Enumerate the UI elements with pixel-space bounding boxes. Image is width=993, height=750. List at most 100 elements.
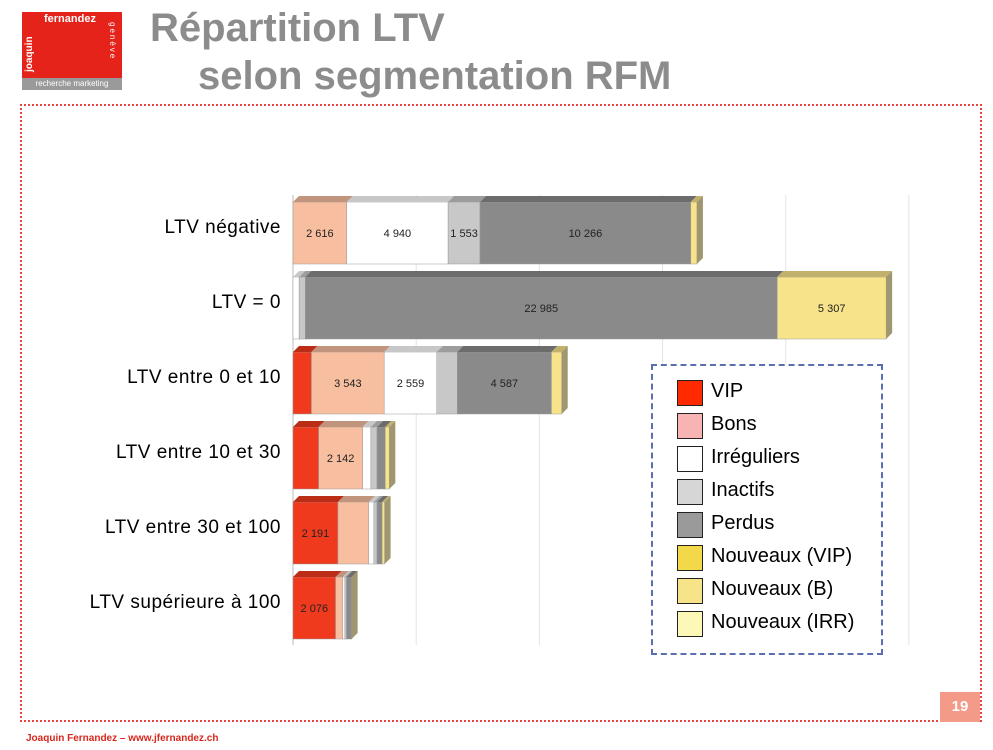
bar-label-0-1: 2 616 — [306, 228, 334, 240]
bar-0-3 — [447, 201, 481, 265]
bar-top-2-3 — [436, 346, 464, 352]
bar-5-1 — [335, 576, 344, 640]
content-frame — [20, 104, 982, 722]
legend-swatch — [677, 413, 703, 439]
bar-label-0-4: 10 266 — [569, 228, 603, 240]
category-label-3: LTV entre 10 et 30 — [116, 442, 281, 463]
bar-3-3 — [370, 426, 378, 490]
legend-label: Bons — [711, 413, 757, 435]
bar-label-5-0: 2 076 — [301, 603, 329, 615]
bar-1-2 — [292, 276, 300, 340]
bar-top-3-3 — [370, 421, 384, 427]
bar-2-3 — [436, 351, 458, 415]
bar-top-5-3 — [344, 571, 353, 577]
logo: fernandez joaquin genève recherche marke… — [22, 12, 124, 90]
bar-0-1 — [292, 201, 347, 265]
logo-bottom-text: recherche marketing — [22, 78, 122, 90]
bar-label-2-2: 2 559 — [397, 378, 425, 390]
bar-top-2-1 — [311, 346, 391, 352]
logo-red-block — [22, 12, 122, 78]
legend-label: VIP — [711, 380, 744, 402]
category-label-2: LTV entre 0 et 10 — [127, 367, 281, 388]
bar-top-3-0 — [293, 421, 325, 427]
bar-5-0 — [292, 576, 336, 640]
bar-side-1 — [886, 271, 893, 339]
bar-top-3-2 — [362, 421, 377, 427]
bar-top-3-6 — [385, 421, 396, 427]
bar-top-4-1 — [337, 496, 375, 502]
category-label-0: LTV négative — [164, 217, 281, 238]
bar-2-0 — [292, 351, 312, 415]
bar-top-1-4 — [305, 271, 784, 277]
bar-4-4 — [376, 501, 383, 565]
bar-top-1-6 — [777, 271, 893, 277]
bar-top-0-3 — [448, 196, 487, 202]
bar-5-4 — [346, 576, 352, 640]
legend-label: Nouveaux (VIP) — [711, 545, 853, 567]
bar-top-2-4 — [457, 346, 558, 352]
bar-top-0-4 — [480, 196, 697, 202]
bar-4-2 — [368, 501, 375, 565]
bar-1-4 — [305, 276, 778, 340]
bar-label-1-4: 22 985 — [524, 303, 558, 315]
category-label-1: LTV = 0 — [211, 292, 281, 313]
bar-top-2-2 — [384, 346, 443, 352]
bar-top-5-0 — [293, 571, 342, 577]
bar-top-2-0 — [293, 346, 318, 352]
legend-swatch — [677, 446, 703, 472]
legend-label: Perdus — [711, 512, 775, 534]
bar-top-5-1 — [335, 571, 349, 577]
bar-side-5 — [351, 571, 358, 639]
bar-top-4-0 — [293, 496, 344, 502]
bar-4-6 — [381, 501, 385, 565]
bar-top-3-4 — [377, 421, 392, 427]
bar-3-6 — [384, 426, 390, 490]
bar-3-2 — [362, 426, 372, 490]
logo-side-text: genève — [108, 22, 117, 61]
bar-0-4 — [479, 201, 692, 265]
bar-top-0-6 — [690, 196, 703, 202]
bar-2-6 — [551, 351, 562, 415]
bar-side-2 — [561, 346, 568, 414]
bar-top-1-2 — [293, 271, 306, 277]
bar-side-0 — [696, 196, 703, 264]
legend-label: Inactifs — [711, 479, 775, 501]
bar-label-2-4: 4 587 — [491, 378, 519, 390]
bar-top-4-3 — [373, 496, 383, 502]
bar-0-2 — [346, 201, 449, 265]
legend-swatch — [677, 479, 703, 505]
category-label-5: LTV supérieure à 100 — [89, 592, 281, 613]
bar-4-3 — [373, 501, 378, 565]
footer-credit: Joaquin Fernandez – www.jfernandez.ch — [26, 733, 219, 744]
category-label-4: LTV entre 30 et 100 — [104, 517, 281, 538]
logo-top-text: fernandez — [44, 13, 96, 25]
page-title-line1: Répartition LTV — [150, 6, 445, 50]
bar-5-2 — [342, 576, 346, 640]
bar-top-2-6 — [551, 346, 568, 352]
bar-side-3 — [389, 421, 396, 489]
legend-label: Nouveaux (IRR) — [711, 611, 855, 633]
bar-2-4 — [457, 351, 552, 415]
bar-4-1 — [337, 501, 370, 565]
bar-top-5-2 — [342, 571, 351, 577]
legend-swatch — [677, 512, 703, 538]
bar-top-1-3 — [299, 271, 312, 277]
bar-label-1-6: 5 307 — [818, 303, 846, 315]
bar-label-0-3: 1 553 — [450, 228, 478, 240]
legend-swatch — [677, 578, 703, 604]
bar-top-4-4 — [376, 496, 389, 502]
bar-1-6 — [776, 276, 887, 340]
bar-top-4-2 — [368, 496, 380, 502]
bar-top-5-4 — [346, 571, 358, 577]
bar-top-4-6 — [382, 496, 391, 502]
legend-label: Irréguliers — [711, 446, 800, 468]
bar-3-4 — [376, 426, 386, 490]
bar-label-0-2: 4 940 — [384, 228, 412, 240]
bar-top-3-1 — [318, 421, 369, 427]
bar-label-4-0: 2 191 — [302, 528, 330, 540]
bar-1-3 — [298, 276, 306, 340]
bar-2-1 — [311, 351, 385, 415]
bar-top-0-2 — [346, 196, 455, 202]
